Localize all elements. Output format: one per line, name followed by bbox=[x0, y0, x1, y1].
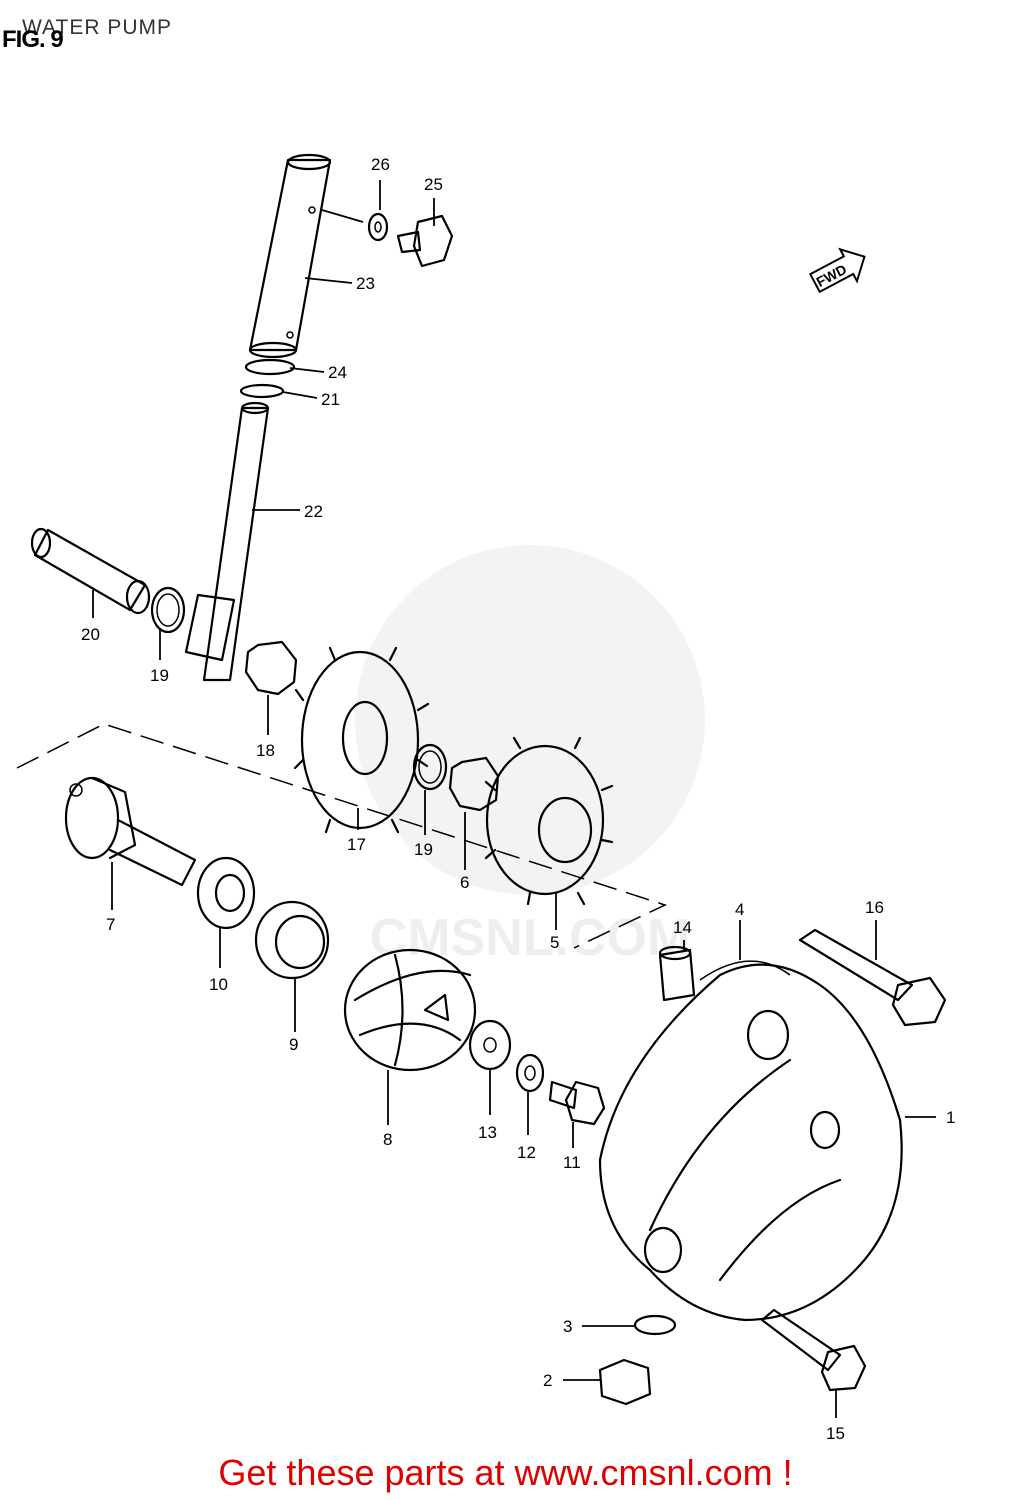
part-25-bolt bbox=[396, 214, 454, 268]
part-9-seal bbox=[254, 900, 330, 980]
diagram-title: WATER PUMP bbox=[22, 16, 172, 39]
part-7-shaft bbox=[64, 776, 197, 887]
label-part-19-lower: 19 bbox=[414, 840, 433, 859]
label-part-21: 22 bbox=[304, 502, 323, 521]
forward-arrow-icon: FWD bbox=[808, 247, 866, 294]
part-13-washer bbox=[468, 1019, 512, 1071]
part-19-ring-upper bbox=[150, 586, 186, 634]
label-part-19-upper: 19 bbox=[150, 666, 169, 685]
part-10-seal bbox=[196, 856, 256, 930]
watermark-text: CMSNL.COM bbox=[370, 909, 691, 967]
part-4-gasket bbox=[699, 960, 791, 981]
part-8-impeller bbox=[343, 948, 477, 1072]
label-part-17: 17 bbox=[347, 835, 366, 854]
label-part-6: 6 bbox=[460, 873, 469, 892]
part-14-dowel bbox=[658, 945, 696, 1002]
part-16-bolt bbox=[798, 928, 947, 1027]
part-5-gear bbox=[484, 736, 614, 906]
label-part-14: 14 bbox=[673, 918, 692, 937]
label-part-1: 1 bbox=[946, 1108, 955, 1127]
part-3-washer bbox=[633, 1314, 677, 1336]
part-26-washer bbox=[367, 212, 389, 242]
part-6-collar bbox=[448, 756, 500, 812]
label-part-4: 4 bbox=[735, 900, 744, 919]
label-part-25: 25 bbox=[424, 175, 443, 194]
part-15-bolt bbox=[760, 1308, 867, 1392]
part-23-tube bbox=[248, 153, 332, 359]
part-1-cover bbox=[598, 963, 903, 1322]
label-part-24: 24 bbox=[328, 363, 347, 382]
label-part-5: 5 bbox=[550, 933, 559, 952]
label-part-18: 18 bbox=[256, 741, 275, 760]
part-18-collar bbox=[244, 640, 298, 696]
label-part-23: 23 bbox=[356, 274, 375, 293]
assembly-outline bbox=[16, 723, 668, 949]
part-12-washer bbox=[515, 1053, 545, 1093]
label-part-20: 20 bbox=[81, 625, 100, 644]
label-part-10: 10 bbox=[209, 975, 228, 994]
part-20-sleeve bbox=[30, 527, 151, 615]
part-22-washer bbox=[239, 383, 285, 399]
label-part-26: 26 bbox=[371, 155, 390, 174]
label-part-11: 11 bbox=[563, 1153, 581, 1172]
label-part-12: 12 bbox=[517, 1143, 536, 1162]
label-part-15: 15 bbox=[826, 1424, 845, 1443]
part-19-ring-lower bbox=[412, 743, 448, 791]
part-21-shaft bbox=[184, 401, 270, 682]
label-part-16: 16 bbox=[865, 898, 884, 917]
label-part-2: 2 bbox=[543, 1371, 552, 1390]
label-part-13: 13 bbox=[478, 1123, 497, 1142]
part-24-ring bbox=[244, 358, 296, 376]
label-part-3: 3 bbox=[563, 1317, 572, 1336]
part-11-bolt bbox=[548, 1080, 606, 1126]
part-2-plug bbox=[598, 1358, 652, 1406]
part-17-gear bbox=[293, 646, 430, 834]
leader-lines bbox=[92, 180, 936, 1418]
label-part-7: 7 bbox=[106, 915, 115, 934]
figure-number: FIG. 9 bbox=[2, 26, 64, 53]
label-part-9: 9 bbox=[289, 1035, 298, 1054]
label-part-8: 8 bbox=[383, 1130, 392, 1149]
label-part-22: 21 bbox=[321, 390, 340, 409]
shop-link-banner[interactable]: Get these parts at www.cmsnl.com ! bbox=[218, 1452, 793, 1493]
part-number-labels: 23 26 25 24 21 22 20 19 18 17 19 6 5 7 1… bbox=[81, 155, 955, 1443]
watermark-logo: CMSNL.COM bbox=[355, 545, 705, 967]
